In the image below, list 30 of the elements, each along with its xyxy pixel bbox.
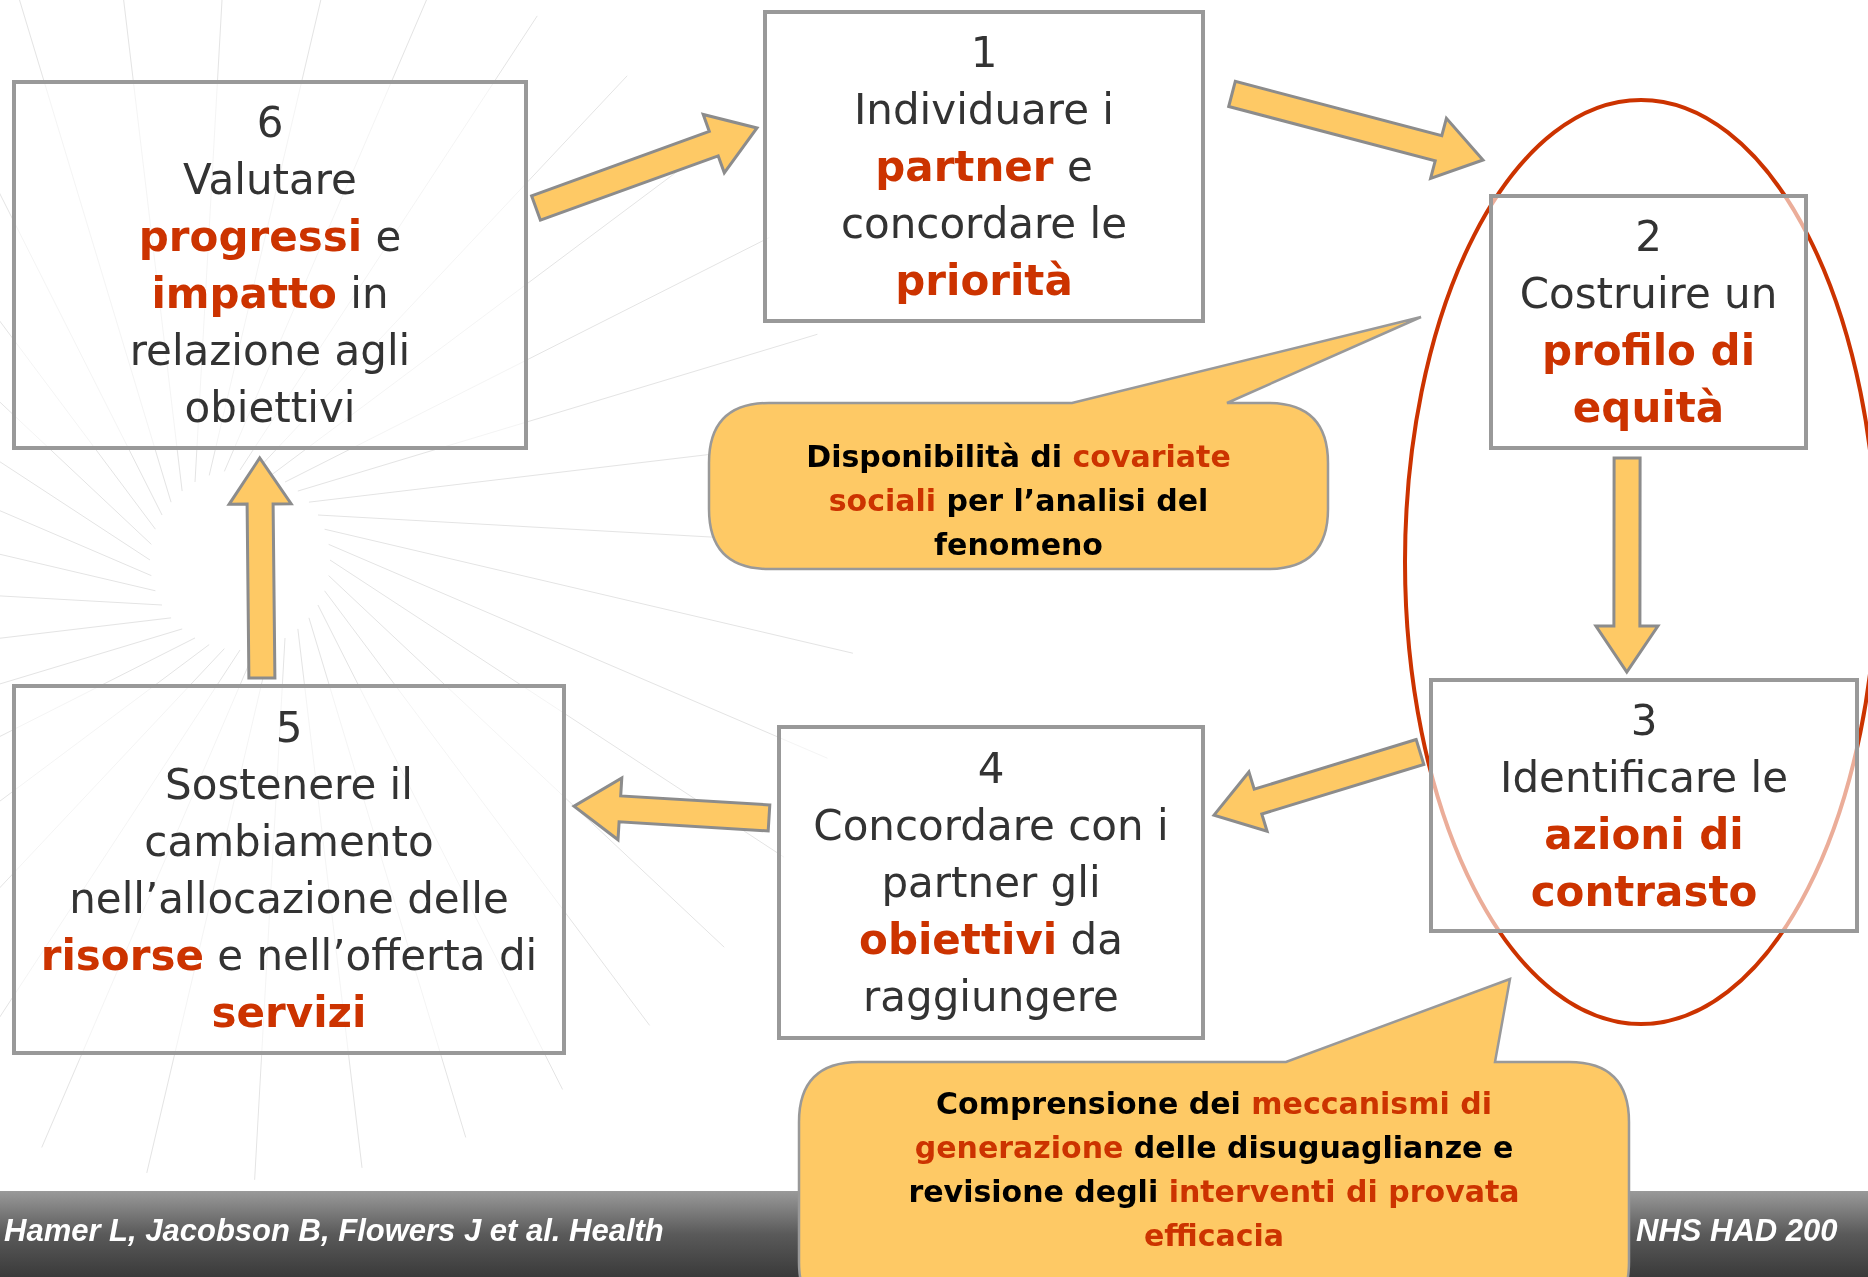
step-box	[12, 684, 566, 1055]
step-text: Sostenere il cambiamento nell’allocazione delle risorse e nell’offerta di servizi	[39, 758, 539, 1039]
callout-text: Disponibilità di covariate sociali per l’analisi del fenomeno	[805, 438, 1232, 564]
step-text: Valutare progressi e impatto in relazione agli obiettivi	[128, 154, 412, 434]
citation-text: Hamer L, Jacobson B, Flowers J et al. Health	[4, 1213, 664, 1249]
step-text: Costruire un profilo di equità	[1518, 268, 1779, 434]
step-box	[1489, 194, 1808, 450]
step-number: 1	[970, 27, 998, 79]
step-text: Individuare i partner e concordare le priorità	[839, 84, 1129, 307]
step-number: 5	[275, 701, 303, 754]
block-arrow	[1593, 456, 1661, 675]
block-arrow	[571, 775, 772, 843]
step-number: 4	[977, 743, 1005, 795]
step-box	[777, 725, 1205, 1040]
block-arrow	[1226, 79, 1486, 181]
block-arrow	[1211, 737, 1426, 834]
step-number: 3	[1630, 694, 1658, 747]
block-arrow	[226, 455, 294, 680]
callout-bubble	[799, 979, 1629, 1277]
step-text: Concordare con i partner gli obiettivi da raggiungere	[812, 800, 1170, 1023]
block-arrow	[529, 112, 760, 223]
step-text: Identificare le azioni di contrasto	[1499, 751, 1789, 918]
step-box	[763, 10, 1205, 323]
step-box	[12, 80, 528, 450]
citation-text: NHS HAD 200	[1636, 1213, 1838, 1249]
callout-text: Comprensione dei meccanismi di generazione delle disuguaglianze e revisione degli interventi di provata efficacia	[907, 1085, 1521, 1255]
step-number: 6	[256, 97, 284, 149]
callout-bubble	[709, 317, 1421, 569]
step-box	[1429, 678, 1859, 933]
step-number: 2	[1635, 211, 1662, 263]
